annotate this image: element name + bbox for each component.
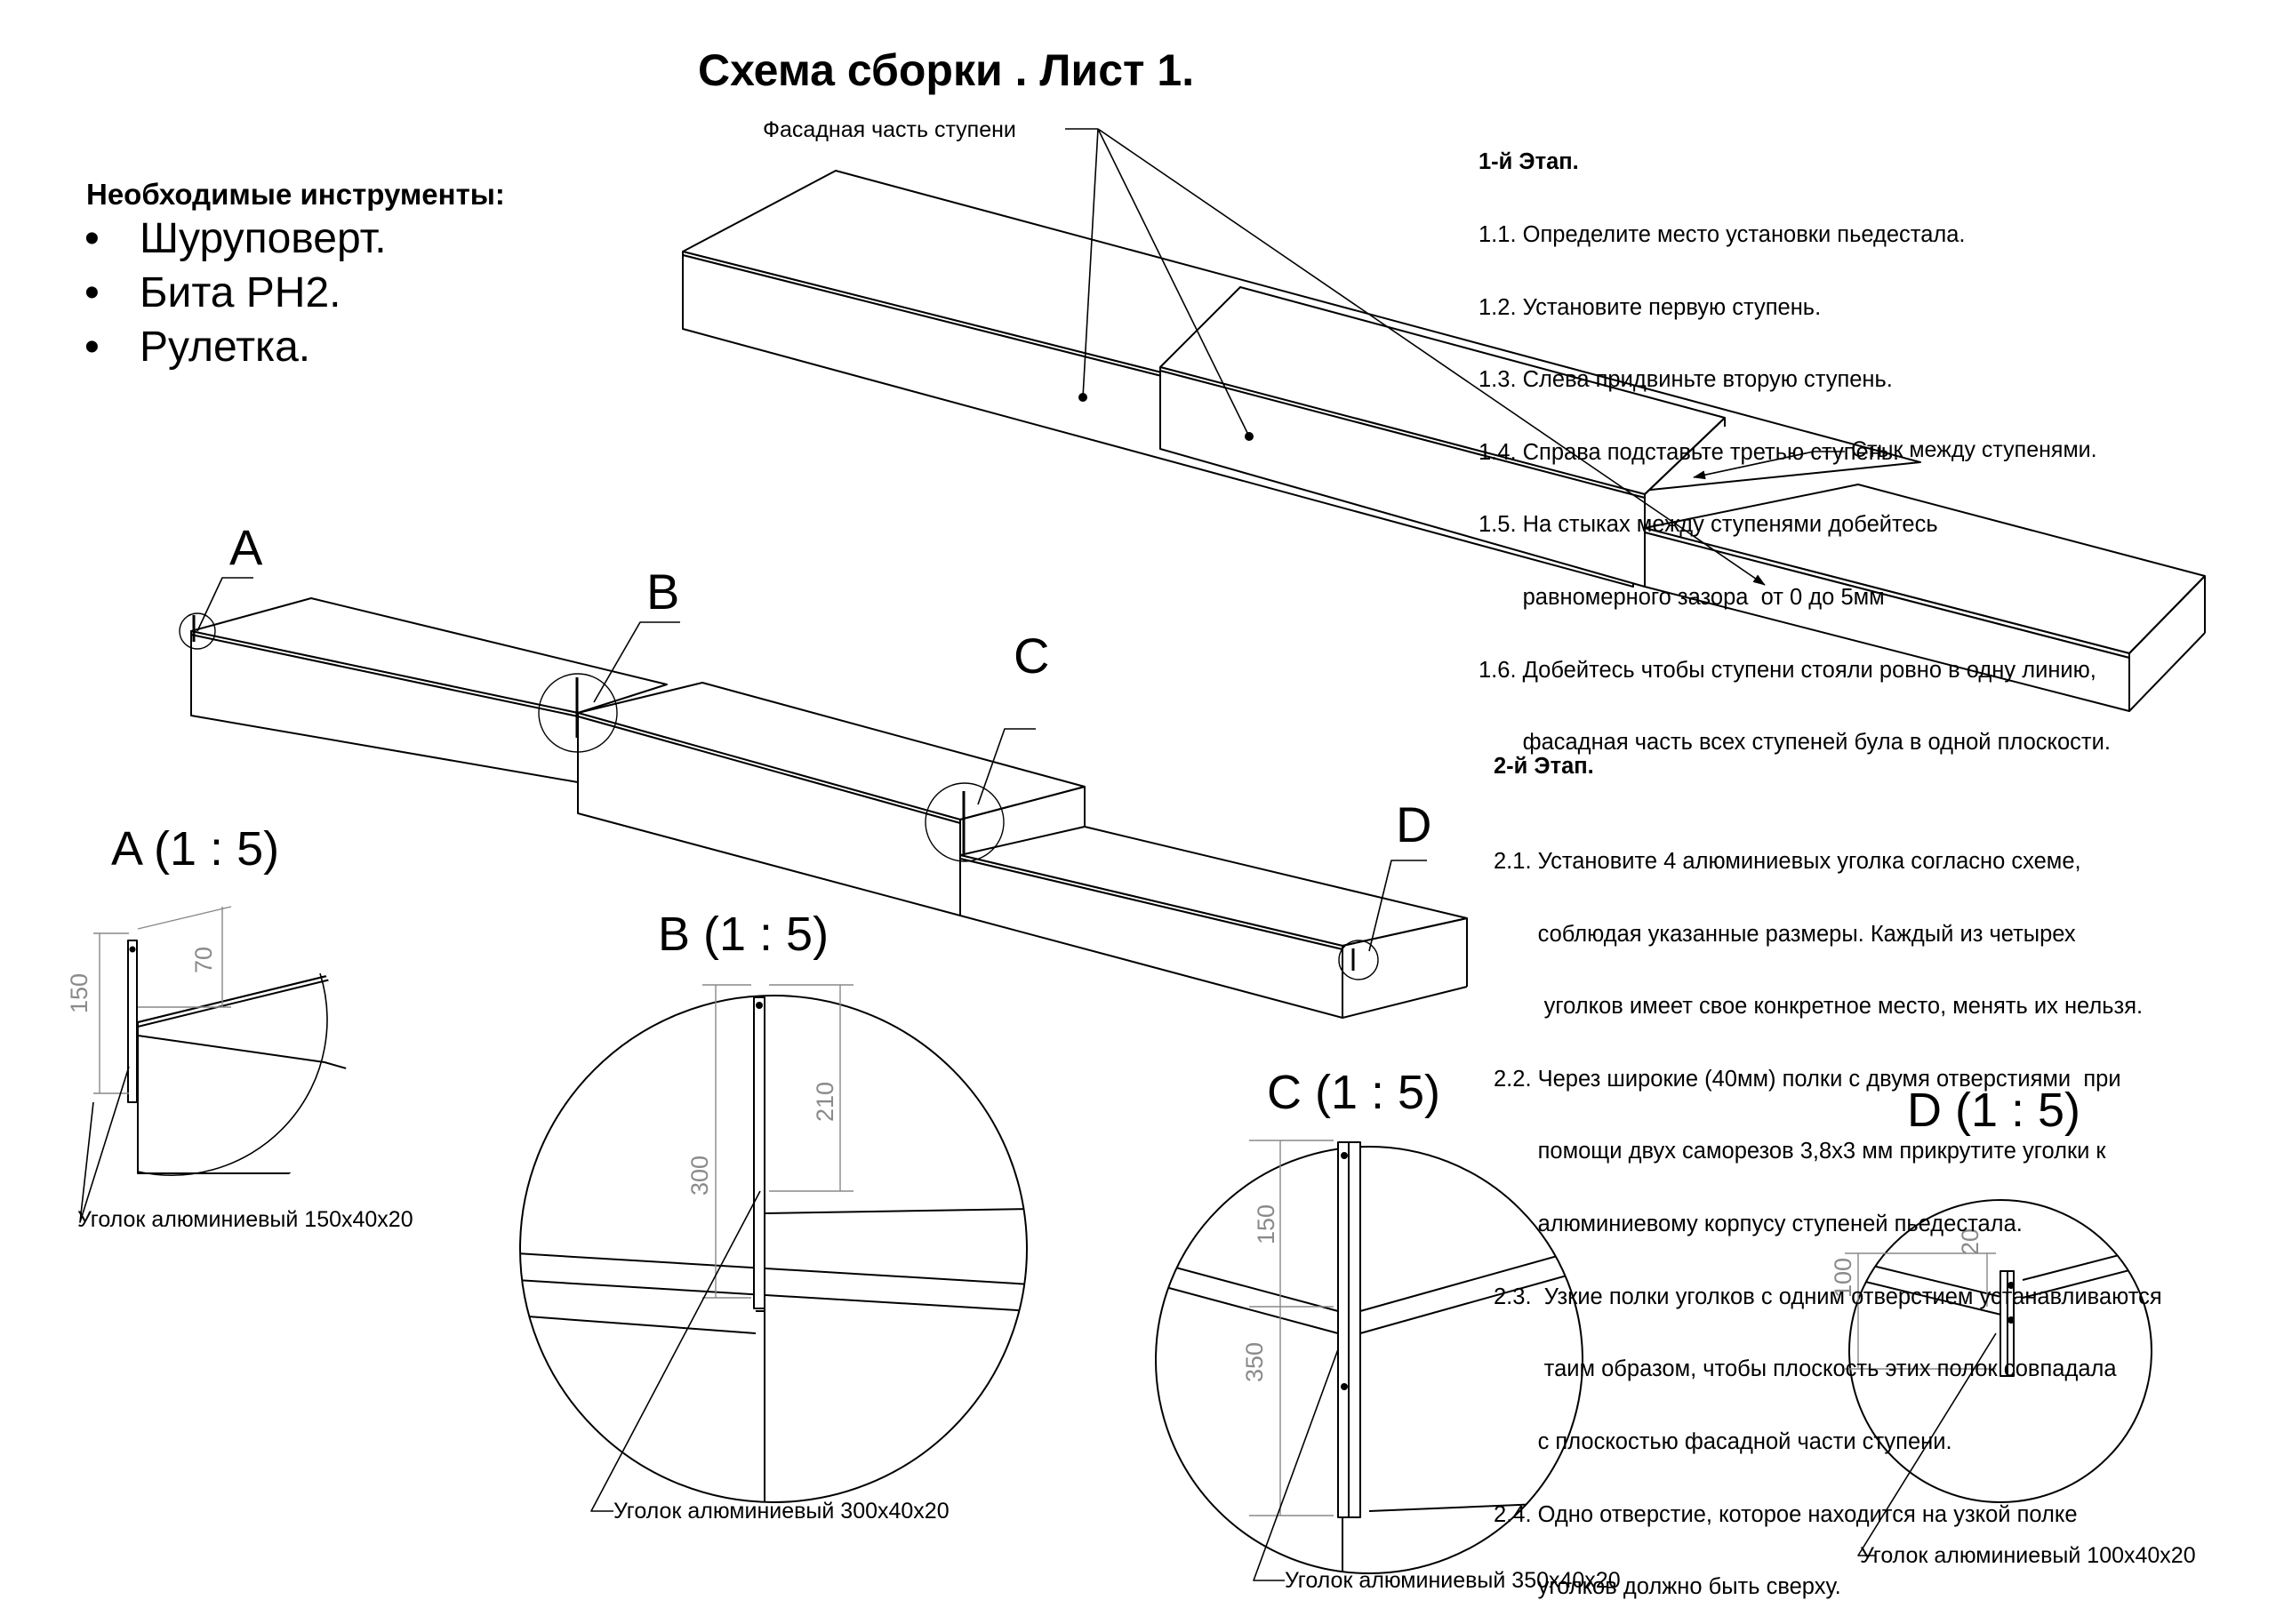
detail-c-part: Уголок алюминиевый 350x40x20 (1285, 1568, 1621, 1593)
detail-c-title: C (1 : 5) (1267, 1066, 1441, 1119)
stage1-assembly (682, 128, 2206, 712)
instruction-line: с плоскостью фасадной части ступени. (1494, 1428, 1952, 1454)
instruction-line: 2.4. Одно отверстие, которое находится н… (1494, 1501, 2078, 1527)
stage2-assembly (179, 577, 1468, 1019)
tool-item: •Шуруповерт. (84, 215, 387, 262)
detail-a-part: Уголок алюминиевый 150x40x20 (77, 1207, 413, 1232)
instruction-line: 1.5. На стыках между ступенями добейтесь (1479, 512, 1938, 538)
detail-d-part: Уголок алюминиевый 100x40x20 (1860, 1543, 2196, 1568)
stage2-heading: 2-й Этап. (1494, 754, 1594, 780)
callout-d: D (1396, 796, 1432, 852)
instruction-line: равномерного зазора от 0 до 5мм (1479, 585, 1885, 611)
tool-item: •Бита PH2. (84, 269, 341, 316)
callout-a: A (229, 519, 263, 575)
instruction-line: 1.2. Установите первую ступень. (1479, 294, 1822, 320)
instruction-line: 2.2. Через широкие (40мм) полки с двумя … (1494, 1066, 2121, 1092)
dim-d-20: 20 (1957, 1228, 1983, 1255)
page-title: Схема сборки . Лист 1. (698, 45, 1195, 95)
tool-label: Бита PH2. (140, 269, 341, 316)
facade-label: Фасадная часть ступени (763, 117, 1016, 142)
dim-b-300: 300 (686, 1156, 713, 1196)
dim-b-210: 210 (812, 1082, 838, 1122)
instruction-line: уголков имеет свое конкретное место, мен… (1494, 994, 2144, 1020)
tool-label: Шуруповерт. (140, 215, 387, 262)
tool-label: Рулетка. (140, 324, 311, 371)
dim-a-70: 70 (190, 947, 217, 973)
dim-c-150: 150 (1253, 1204, 1279, 1244)
instruction-line: помощи двух саморезов 3,8х3 мм прикрутит… (1494, 1139, 2106, 1164)
instruction-line: 1.6. Добейтесь чтобы ступени стояли ровн… (1479, 657, 2096, 683)
dim-a-150: 150 (66, 973, 92, 1013)
callout-b: B (646, 564, 680, 620)
detail-b-part: Уголок алюминиевый 300x40x20 (613, 1499, 950, 1524)
tool-item: •Рулетка. (84, 324, 311, 371)
stage1-instructions: 1-й Этап. 1.1. Определите место установк… (1479, 102, 2111, 780)
dim-d-100: 100 (1830, 1258, 1856, 1298)
instruction-line: 2.1. Установите 4 алюминиевых уголка сог… (1494, 849, 2081, 875)
joint-label: Стык между ступенями. (1851, 437, 2097, 462)
detail-b-drawing (519, 984, 1028, 1512)
detail-d-title: D (1 : 5) (1907, 1084, 2081, 1137)
instruction-line: уголков должно быть сверху. (1494, 1574, 1841, 1600)
instruction-line: 1.4. Справа подставьте третью ступень. (1479, 439, 1900, 465)
detail-a-title: A (1 : 5) (111, 822, 280, 876)
instruction-line: 1.1. Определите место установки пьедеста… (1479, 222, 1966, 248)
instruction-line: фасадная часть всех ступеней була в одно… (1479, 730, 2111, 756)
detail-a-drawing (79, 906, 347, 1223)
stage1-heading: 1-й Этап. (1479, 149, 1579, 175)
instruction-line: соблюдая указанные размеры. Каждый из че… (1494, 921, 2076, 947)
dim-c-350: 350 (1241, 1342, 1268, 1382)
instruction-line: алюминиевому корпусу ступеней пьедестала… (1494, 1212, 2023, 1237)
detail-b-title: B (1 : 5) (658, 908, 829, 961)
callout-c: C (1014, 628, 1050, 684)
tools-heading: Необходимые инструменты: (86, 178, 505, 211)
stage2-instructions: 2-й Этап. 2.1. Установите 4 алюминиевых … (1494, 707, 2162, 1624)
instruction-line: 2.3. Узкие полки уголков с одним отверст… (1494, 1284, 2162, 1309)
instruction-line: 1.3. Слева придвиньте вторую ступень. (1479, 367, 1893, 393)
tools-list: •Шуруповерт. •Бита PH2. •Рулетка. (84, 212, 387, 374)
instruction-line: таим образом, чтобы плоскость этих полок… (1494, 1356, 2117, 1382)
